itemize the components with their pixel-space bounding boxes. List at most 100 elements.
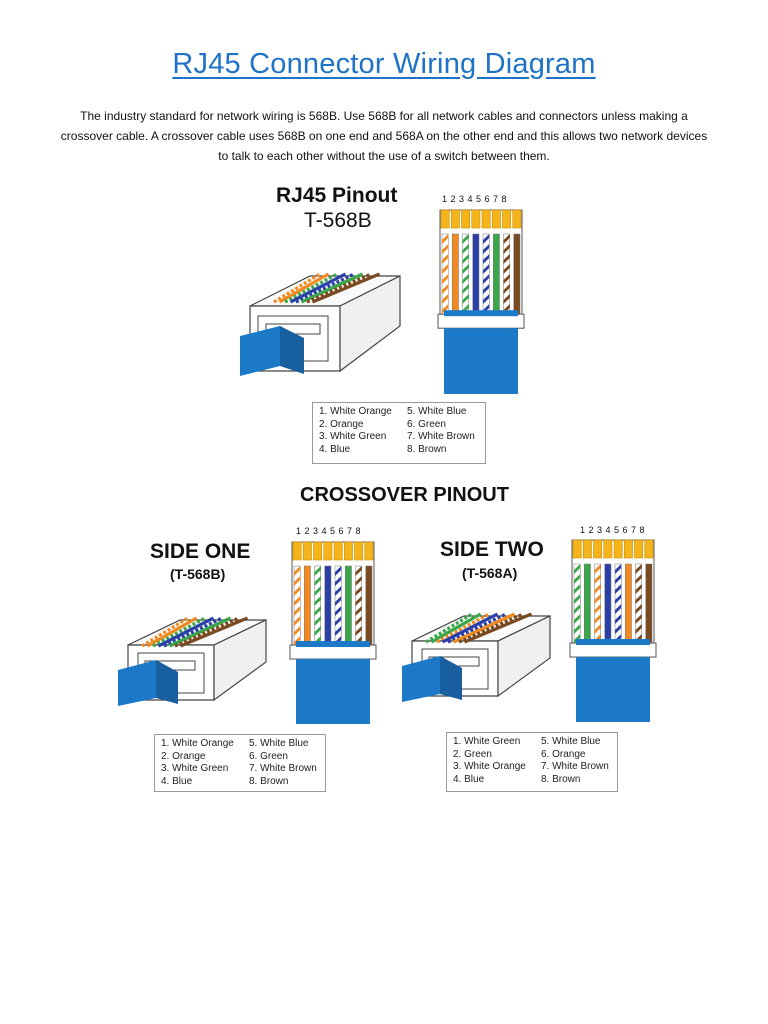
legend-item: 8. Brown [541,773,581,785]
legend-item: 4. Blue [453,773,485,785]
wire-stripe [355,566,362,576]
wire-stripe [294,636,301,646]
wire-stripe [335,576,342,586]
wire-stripe [442,254,449,264]
wire-stripe [335,586,342,596]
angled-wire [141,616,189,648]
wire-stripe [483,234,490,244]
wire [365,565,373,646]
wire-stripe [442,304,449,314]
plug-front-drawing [437,209,525,394]
side-two-plug-front [569,539,657,722]
legend-item: 6. Green [407,418,446,430]
wire-stripe [574,584,581,594]
strain-relief [437,313,525,329]
angled-wire [300,272,364,304]
angled-wire [311,272,381,304]
wire [304,565,311,646]
wire-stripe [594,624,601,634]
strain-relief [569,642,657,658]
crossover-heading: CROSSOVER PINOUT [300,484,509,506]
side-one-angled-drawing [118,616,267,706]
pinout-standard: T-568B [304,209,372,232]
wire-stripe [462,264,469,274]
wire-stripe [462,274,469,284]
pin-contact [302,541,312,561]
wire-stripe [635,574,642,584]
wire-stripe [314,626,321,636]
wire-stripe [483,254,490,264]
wire-stripe [355,586,362,596]
wire-stripe [442,244,449,254]
wire [513,233,521,315]
wire-stripe [294,626,301,636]
wire-stripe [335,606,342,616]
side-one-heading: SIDE ONE [150,540,251,563]
wire-stripe [574,564,581,574]
crossover-panel: CROSSOVER PINOUT SIDE ONE (T-568B) 1 2 3… [108,480,664,802]
pin-contact [354,541,364,561]
side-one-pin-numbers: 1 2 3 4 5 6 7 8 [296,526,362,536]
pin-contact [440,209,450,229]
side-two-pin-numbers: 1 2 3 4 5 6 7 8 [580,525,646,535]
pin-contact [333,541,343,561]
legend-item: 2. Green [453,748,492,760]
pin-contact [512,209,522,229]
wire-stripe [594,574,601,584]
wire-stripe [294,576,301,586]
side-one-legend: 1. White Orange 2. Orange 3. White Green… [154,734,326,792]
angled-wire [174,616,240,648]
angled-wire [441,612,499,644]
wire-stripe [503,284,510,294]
side-two-angled-drawing [402,612,551,702]
wire-stripe [594,604,601,614]
angled-wire [306,272,372,304]
angled-wire [168,616,232,648]
pin-contact [603,539,613,559]
pin-contact [461,209,471,229]
wire-stripe [314,606,321,616]
pin-contact [491,209,501,229]
wire [625,563,632,644]
legend-item: 6. Orange [541,748,586,760]
angled-wire [458,612,524,644]
wire-stripe [574,634,581,644]
pin-contact [582,539,592,559]
wire-stripe [615,624,622,634]
legend-item: 8. Brown [407,443,447,455]
wire [345,565,352,646]
wire-stripe [355,576,362,586]
pin-contact [471,209,481,229]
pin-contact [634,539,644,559]
legend-item: 4. Blue [319,443,351,455]
legend-item: 3. White Green [161,763,229,774]
angled-wire [430,612,482,644]
wire-stripe [442,284,449,294]
legend-item: 7. White Brown [407,431,475,442]
legend-item: 1. White Green [453,736,521,747]
wire-stripe [635,594,642,604]
wire-stripe [442,234,449,244]
legend-item: 7. White Brown [249,763,317,774]
wire-stripe [615,574,622,584]
wire-stripe [294,616,301,626]
wire-stripe [615,564,622,574]
wire-stripe [483,294,490,304]
cable-jacket [444,328,518,394]
wire-stripe [615,614,622,624]
wire-stripe [462,234,469,244]
wire-stripe [442,264,449,274]
wire-stripe [635,584,642,594]
legend-item: 5. White Blue [407,406,467,417]
pin-contact [502,209,512,229]
angled-wire [163,616,223,648]
side-two-standard: (T-568A) [462,565,518,581]
angled-wire [447,612,507,644]
legend-item: 1. White Orange [161,738,234,749]
wire-stripe [355,596,362,606]
wire-stripe [314,586,321,596]
wire-stripe [594,614,601,624]
wire-stripe [294,566,301,576]
wire-stripe [635,604,642,614]
side-one-plug-front [289,541,377,724]
